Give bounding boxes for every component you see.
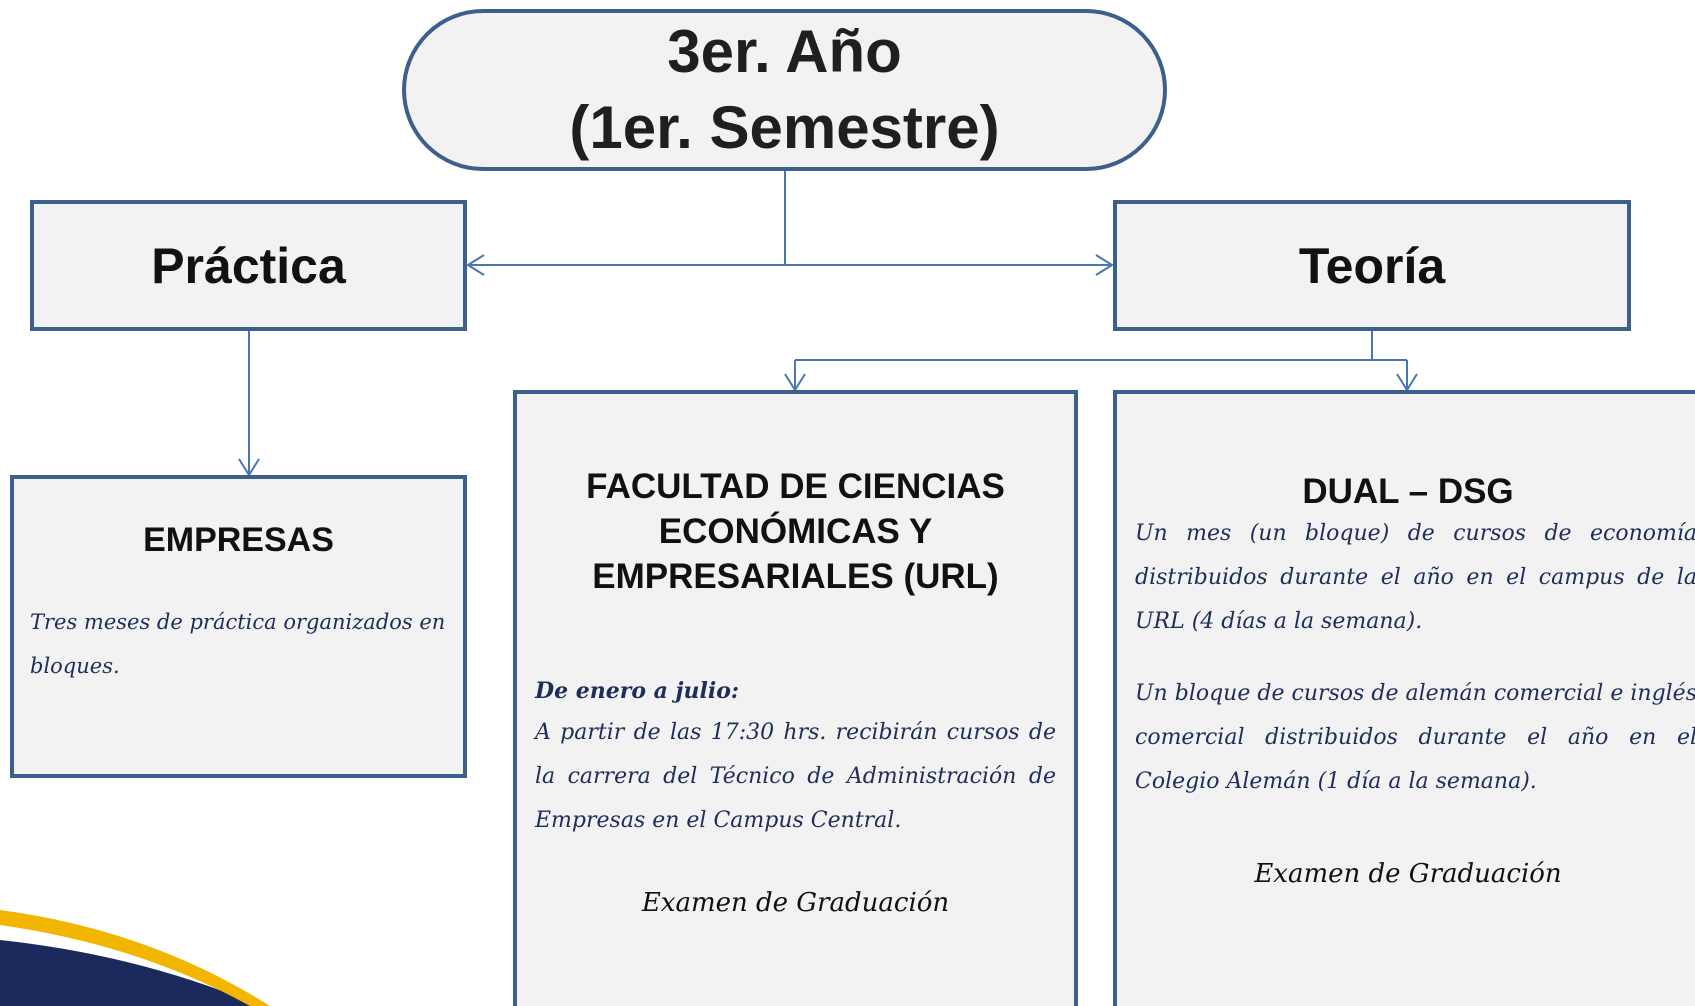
arrow-to-teoria xyxy=(1095,254,1114,276)
node-dual-title: DUAL – DSG xyxy=(1302,472,1514,511)
node-facultad-subhead: De enero a julio: xyxy=(535,678,740,704)
arrow-to-practica xyxy=(466,254,485,276)
node-3er-ano: 3er. Año (1er. Semestre) xyxy=(402,9,1167,171)
node-facultad-title-line1: FACULTAD DE CIENCIAS xyxy=(586,467,1005,506)
node-practica: Práctica xyxy=(30,200,467,331)
node-facultad: FACULTAD DE CIENCIAS ECONÓMICAS Y EMPRES… xyxy=(513,390,1078,1006)
node-dual-text2: Un bloque de cursos de alemán comercial … xyxy=(1135,681,1695,794)
node-teoria-label: Teoría xyxy=(1298,237,1446,294)
node-empresas-text: Tres meses de práctica organizados en bl… xyxy=(30,610,446,678)
node-3er-ano-line2: (1er. Semestre) xyxy=(569,94,1000,161)
node-facultad-title-line3: EMPRESARIALES (URL) xyxy=(592,557,999,596)
node-facultad-footer: Examen de Graduación xyxy=(641,888,950,918)
node-dual-text1: Un mes (un bloque) de cursos de economía… xyxy=(1135,521,1695,634)
node-dual: DUAL – DSG Un mes (un bloque) de cursos … xyxy=(1113,390,1695,1006)
node-dual-footer: Examen de Graduación xyxy=(1254,859,1562,889)
node-3er-ano-line1: 3er. Año xyxy=(667,18,902,85)
node-empresas: EMPRESAS Tres meses de práctica organiza… xyxy=(10,475,467,778)
node-practica-label: Práctica xyxy=(151,237,346,294)
node-facultad-title-line2: ECONÓMICAS Y xyxy=(658,512,933,551)
node-facultad-text: A partir de las 17:30 hrs. recibirán cur… xyxy=(535,720,1056,833)
node-facultad-title: FACULTAD DE CIENCIAS ECONÓMICAS Y EMPRES… xyxy=(517,464,1074,599)
node-teoria: Teoría xyxy=(1113,200,1631,331)
node-empresas-title: EMPRESAS xyxy=(143,521,334,559)
